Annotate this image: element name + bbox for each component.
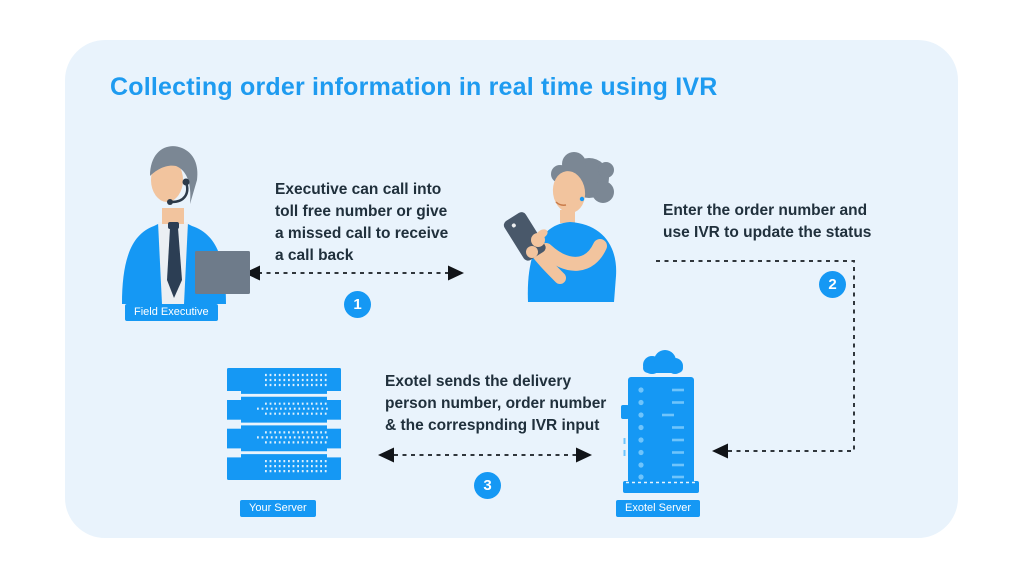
server-slot-column (662, 388, 684, 479)
infographic-card: Collecting order information in real tim… (65, 40, 958, 538)
step-1-badge: 1 (344, 291, 371, 318)
headset-icon (167, 178, 190, 205)
briefcase-icon (195, 251, 250, 294)
field-executive-illustration (98, 138, 254, 306)
server-vent-dots (257, 373, 329, 473)
step-2-badge: 2 (819, 271, 846, 298)
exotel-server-illustration (608, 350, 704, 495)
cloud-icon (643, 350, 683, 374)
arrow-step-3 (378, 447, 592, 463)
customer-phone-illustration (490, 142, 630, 302)
step-2-text: Enter the order number and use IVR to up… (663, 202, 872, 241)
tie (167, 222, 182, 298)
exotel-server-label: Exotel Server (616, 500, 701, 517)
your-server-illustration (226, 368, 342, 480)
step-3-text: Exotel sends the delivery person number,… (385, 373, 607, 434)
server-led-column (638, 387, 644, 480)
field-executive-label: Field Executive (125, 304, 218, 321)
your-server-label: Your Server (240, 500, 316, 517)
page-title: Collecting order information in real tim… (110, 73, 718, 101)
step-1-text: Executive can call into toll free number… (275, 181, 449, 264)
arrow-step-1 (244, 265, 464, 281)
step-3-badge: 3 (474, 472, 501, 499)
